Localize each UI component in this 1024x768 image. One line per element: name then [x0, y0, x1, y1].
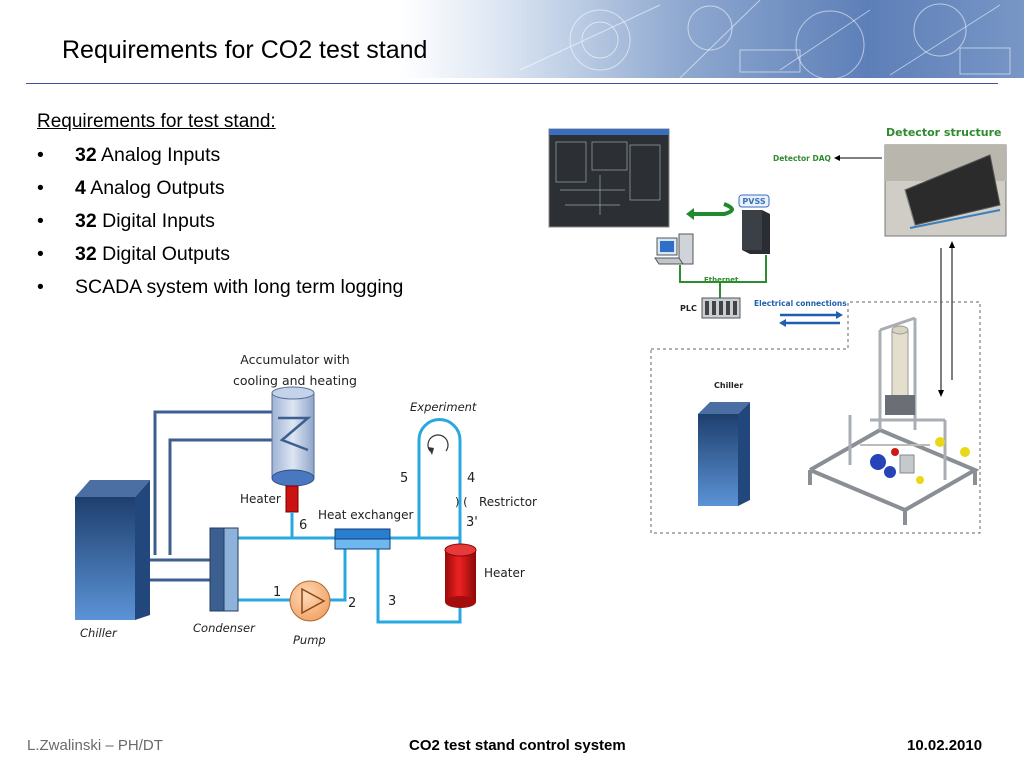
- requirement-count: 32: [75, 243, 97, 265]
- pump: [289, 580, 331, 622]
- footer-date: 10.02.2010: [907, 737, 983, 754]
- heat-exchanger-label: Heat exchanger: [318, 508, 414, 522]
- architecture-chiller-unit: [698, 402, 750, 506]
- requirement-item: • 32 Analog Inputs: [37, 144, 220, 167]
- test-stand-boundary: [650, 301, 981, 534]
- experiment-symbol: [427, 434, 449, 455]
- electrical-connections-arrows: [780, 313, 840, 325]
- co2-loop-schematic: Accumulator with cooling and heating Hea…: [75, 352, 537, 647]
- requirement-count: 32: [75, 210, 97, 232]
- heater-top-label: Heater: [240, 492, 281, 506]
- workstation-icon: [654, 233, 694, 265]
- bullet-glyph: •: [37, 243, 44, 265]
- pvss-label: PVSS: [742, 197, 765, 206]
- plc-icon: [701, 297, 741, 319]
- control-architecture-diagram: PVSS Ethernet PLC Electrical connections…: [548, 126, 1007, 534]
- requirement-label: SCADA system with long term logging: [75, 276, 404, 298]
- requirements-heading: Requirements for test stand:: [37, 111, 276, 133]
- architecture-chiller-label: Chiller: [714, 381, 743, 390]
- title-divider: [26, 83, 998, 84]
- chiller-unit: [75, 480, 150, 620]
- point-5: 5: [400, 471, 408, 486]
- requirement-item: • 32 Digital Outputs: [37, 243, 230, 266]
- page-title: Requirements for CO2 test stand: [62, 36, 428, 64]
- bullet-glyph: •: [37, 144, 44, 166]
- heater-right-label: Heater: [484, 566, 525, 580]
- footer-title: CO2 test stand control system: [409, 737, 626, 754]
- experiment-label: Experiment: [410, 400, 477, 414]
- requirement-label: Digital Outputs: [96, 243, 231, 265]
- requirements-heading-colon: :: [270, 111, 276, 132]
- condenser: [209, 527, 239, 612]
- requirement-item: • 32 Digital Inputs: [37, 210, 215, 233]
- electrical-connections-label: Electrical connections: [754, 299, 847, 308]
- heat-exchanger: [334, 528, 391, 550]
- point-3: 3: [388, 594, 396, 609]
- heater-right: [444, 543, 477, 608]
- requirement-count: 32: [75, 144, 97, 166]
- ethernet-links: [679, 255, 767, 298]
- point-1: 1: [273, 585, 281, 600]
- pvss-server-icon: [738, 194, 770, 254]
- detector-structure-label: Detector structure: [886, 126, 1001, 139]
- footer-author: L.Zwalinski – PH/DT: [27, 737, 163, 754]
- point-3-prime: 3': [466, 515, 478, 530]
- accumulator: [271, 386, 315, 538]
- chiller-label: Chiller: [80, 626, 118, 640]
- accumulator-label-line2: cooling and heating: [233, 373, 357, 388]
- requirements-heading-text: Requirements for test stand: [37, 111, 271, 132]
- co2-piping: [238, 418, 462, 624]
- refresh-arrow-icon: [686, 202, 734, 220]
- requirement-item: • 4 Analog Outputs: [37, 177, 225, 200]
- detector-structure-photo: [884, 144, 1007, 237]
- ethernet-label: Ethernet: [704, 276, 739, 284]
- accumulator-label-line1: Accumulator with: [240, 352, 349, 367]
- point-4: 4: [467, 471, 475, 486]
- requirement-count: 4: [75, 177, 86, 199]
- requirement-item: • SCADA system with long term logging: [37, 276, 403, 299]
- restrictor-label: Restrictor: [479, 495, 537, 509]
- point-6: 6: [299, 518, 307, 533]
- structure-link-arrows: [940, 248, 953, 390]
- requirement-label: Analog Outputs: [85, 177, 225, 199]
- chiller-piping: [148, 410, 275, 582]
- point-2: 2: [348, 596, 356, 611]
- requirement-label: Digital Inputs: [96, 210, 215, 232]
- restrictor-symbol: ) (: [455, 495, 468, 509]
- detector-daq-label: Detector DAQ: [773, 154, 831, 163]
- plc-label: PLC: [680, 304, 697, 313]
- requirement-label: Analog Inputs: [96, 144, 221, 166]
- bullet-glyph: •: [37, 177, 44, 199]
- pump-label: Pump: [293, 633, 326, 647]
- header-banner-image: [400, 0, 1024, 78]
- condenser-label: Condenser: [193, 621, 256, 635]
- bullet-glyph: •: [37, 276, 44, 298]
- test-stand-3d-model: [808, 316, 980, 525]
- scada-screenshot: [548, 128, 670, 228]
- bullet-glyph: •: [37, 210, 44, 232]
